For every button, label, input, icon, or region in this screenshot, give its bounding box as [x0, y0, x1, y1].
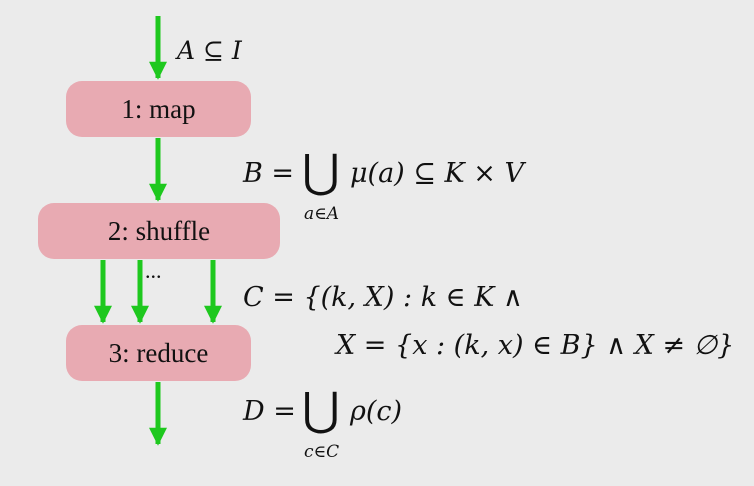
- reduce-node-label: 3: reduce: [108, 337, 209, 368]
- formula-b-lhs: B =: [243, 158, 295, 189]
- formula-c-line1: C = {(k, X) : k ∈ K ∧: [243, 282, 523, 313]
- map-node: 1: map: [66, 81, 251, 137]
- formula-c-line2: X = {x : (k, x) ∈ B} ∧ X ≠ ∅}: [336, 330, 735, 361]
- formula-d-lhs: D =: [243, 396, 296, 427]
- shuffle-node: 2: shuffle: [38, 203, 280, 259]
- formula-b-rhs: μ(a) ⊆ K × V: [350, 158, 524, 189]
- input-label: A ⊆ I: [177, 36, 242, 65]
- formula-b-subscript: a∈A: [304, 204, 339, 224]
- formula-d-union: ⋃: [302, 382, 340, 436]
- formula-d-rhs: ρ(c): [350, 396, 403, 427]
- parallel-dots: ...: [145, 258, 162, 283]
- reduce-node: 3: reduce: [66, 325, 251, 381]
- shuffle-node-label: 2: shuffle: [107, 215, 211, 246]
- formula-d-subscript: c∈C: [304, 442, 340, 462]
- formula-b-union: ⋃: [302, 144, 340, 198]
- map-node-label: 1: map: [121, 93, 196, 124]
